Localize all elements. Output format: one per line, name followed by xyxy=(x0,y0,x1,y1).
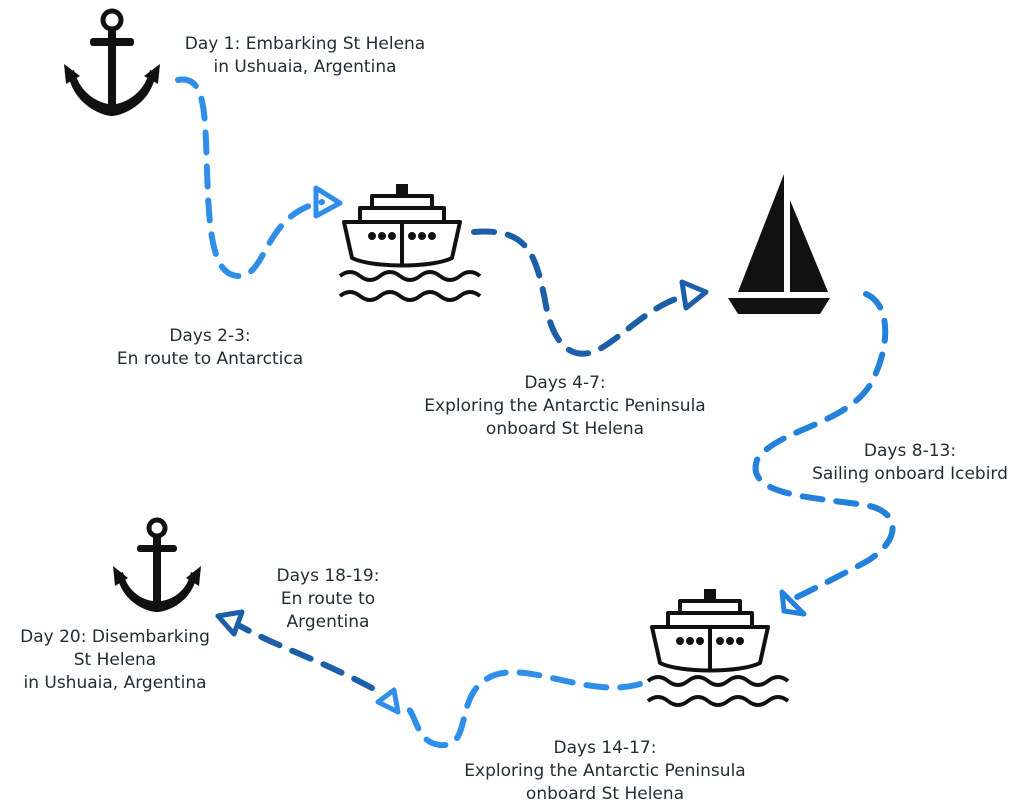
step-5-line-1: Days 14-17: xyxy=(553,738,657,758)
route-leg-4 xyxy=(402,669,643,749)
step-3-label: Days 4-7: Exploring the Antarctic Penins… xyxy=(400,372,730,441)
arrowhead-5 xyxy=(215,609,245,637)
step-4-line-2: Sailing onboard Icebird xyxy=(812,464,1008,484)
step-1-line-1: Day 1: Embarking St Helena xyxy=(184,34,426,54)
step-4-label: Days 8-13: Sailing onboard Icebird xyxy=(800,440,1020,486)
step-1-label: Day 1: Embarking St Helena in Ushuaia, A… xyxy=(180,33,430,79)
step-2-line-1: Days 2-3: xyxy=(169,326,251,346)
route-leg-2 xyxy=(471,228,688,357)
arrowhead-1 xyxy=(313,185,343,219)
step-2-label: Days 2-3: En route to Antarctica xyxy=(100,325,320,371)
arrowhead-3 xyxy=(779,589,807,617)
step-7-label: Day 20: Disembarking St Helena in Ushuai… xyxy=(0,626,230,695)
ship-icon xyxy=(646,589,790,707)
step-1-line-2: in Ushuaia, Argentina xyxy=(213,57,397,77)
arrowhead-4 xyxy=(375,687,401,715)
anchor-icon xyxy=(64,8,160,116)
route-leg-3 xyxy=(752,291,896,601)
route-leg-5 xyxy=(237,623,375,691)
anchor-icon xyxy=(113,517,201,612)
ship-icon xyxy=(338,184,482,302)
step-5-label: Days 14-17: Exploring the Antarctic Peni… xyxy=(440,737,770,806)
step-5-line-2: Exploring the Antarctic Peninsula xyxy=(464,761,746,781)
step-6-label: Days 18-19: En route to Argentina xyxy=(258,565,398,634)
arrowhead-2 xyxy=(679,279,709,311)
sailboat-icon xyxy=(728,174,830,314)
step-3-line-1: Days 4-7: xyxy=(524,373,606,393)
step-6-line-2: En route to xyxy=(280,589,376,609)
step-6-line-3: Argentina xyxy=(286,612,370,632)
step-3-line-3: onboard St Helena xyxy=(485,419,645,439)
step-7-line-1: Day 20: Disembarking xyxy=(20,627,210,647)
step-3-line-2: Exploring the Antarctic Peninsula xyxy=(424,396,706,416)
step-6-line-1: Days 18-19: xyxy=(276,566,380,586)
step-2-line-2: En route to Antarctica xyxy=(116,349,304,369)
step-7-line-3: in Ushuaia, Argentina xyxy=(23,673,207,693)
step-5-line-3: onboard St Helena xyxy=(525,784,685,804)
step-7-line-2: St Helena xyxy=(73,650,157,670)
route-leg-1 xyxy=(175,76,325,280)
step-4-line-1: Days 8-13: xyxy=(863,441,957,461)
